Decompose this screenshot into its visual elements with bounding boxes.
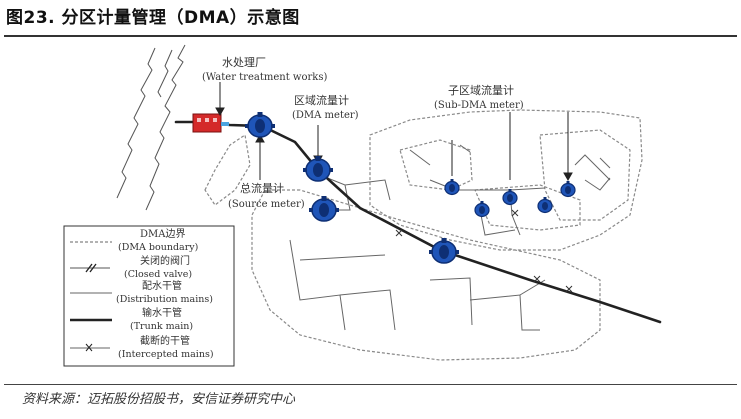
dma-meter-3 — [428, 237, 460, 264]
dma-meter-label-cn: 区域流量计 — [294, 93, 349, 107]
sub-dma-meter-4 — [537, 196, 553, 214]
source-meter-label-en: (Source meter) — [228, 199, 305, 210]
dma-diagram: 水处理厂 (Water treatment works) 区域流量计 (DMA … — [63, 44, 662, 367]
dma-meter-label-en: (DMA meter) — [292, 110, 359, 121]
intercepted-main-markers — [395, 209, 573, 293]
water-works-label-cn: 水处理厂 — [222, 56, 266, 69]
dma-meter-2 — [308, 195, 340, 222]
source-meter — [244, 111, 276, 138]
sub-dma-meter-5 — [560, 180, 576, 198]
legend-item-dma-boundary-en: (DMA boundary) — [118, 242, 198, 253]
legend-item-closed-valve-en: (Closed valve) — [124, 269, 192, 280]
legend-item-trunk-main-cn: 输水干管 — [142, 306, 182, 319]
source-meter-label-cn: 总流量计 — [240, 181, 284, 195]
legend-item-dma-boundary-cn: DMA边界 — [140, 228, 185, 240]
distribution-mains — [289, 144, 611, 331]
dma-meter-1 — [302, 155, 334, 182]
legend: DMA边界 (DMA boundary) 关闭的阀门 (Closed valve… — [63, 225, 235, 367]
legend-item-intercepted-mains-en: (Intercepted mains) — [118, 349, 214, 360]
sub-dma-meter-3 — [474, 200, 490, 218]
water-works-label-en: (Water treatment works) — [202, 72, 327, 83]
dma-boundaries — [204, 109, 643, 361]
legend-item-distribution-mains-cn: 配水干管 — [142, 279, 182, 292]
sub-dma-meter-label-en: (Sub-DMA meter) — [434, 100, 524, 111]
source-note: 资料来源：迈拓股份招股书，安信证券研究中心 — [22, 392, 296, 407]
sub-dma-meter-label-cn: 子区域流量计 — [448, 83, 514, 97]
trunk-main — [174, 120, 662, 324]
footer-rule — [4, 384, 737, 385]
sub-dma-meter-2 — [502, 188, 518, 206]
legend-item-closed-valve-cn: 关闭的阀门 — [140, 254, 190, 267]
title-rule — [4, 35, 737, 37]
leader-lines — [215, 82, 573, 182]
legend-item-trunk-main-en: (Trunk main) — [130, 321, 193, 332]
figure-title: 图23. 分区计量管理（DMA）示意图 — [6, 8, 300, 28]
legend-item-distribution-mains-en: (Distribution mains) — [116, 294, 213, 305]
legend-item-intercepted-mains-cn: 截断的干管 — [140, 334, 190, 347]
river-bank — [116, 44, 186, 211]
water-treatment-works — [192, 113, 229, 133]
sub-dma-meter-1 — [444, 178, 460, 196]
